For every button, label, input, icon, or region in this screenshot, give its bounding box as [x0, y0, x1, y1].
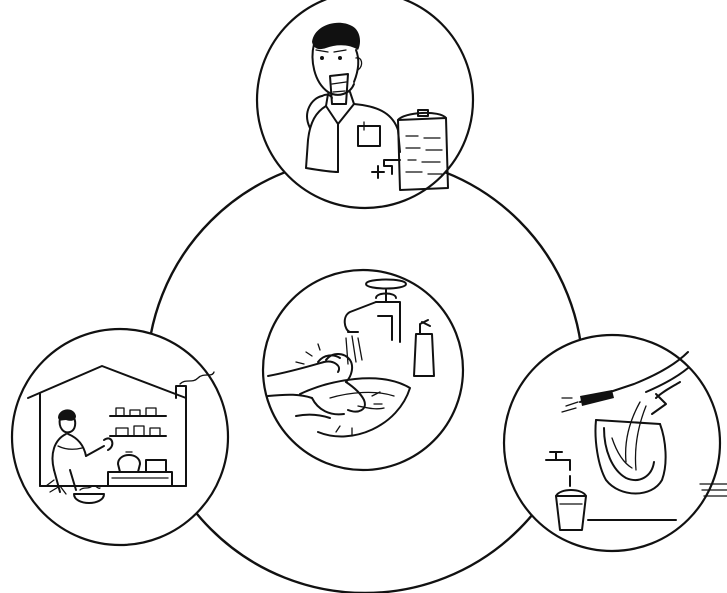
scene-toilet-cleaning: [504, 335, 727, 551]
scene-circle-top: [257, 0, 473, 208]
scene-handwashing: [263, 270, 463, 470]
scene-cooking: [12, 329, 228, 545]
scene-drinking-water: [257, 0, 473, 208]
